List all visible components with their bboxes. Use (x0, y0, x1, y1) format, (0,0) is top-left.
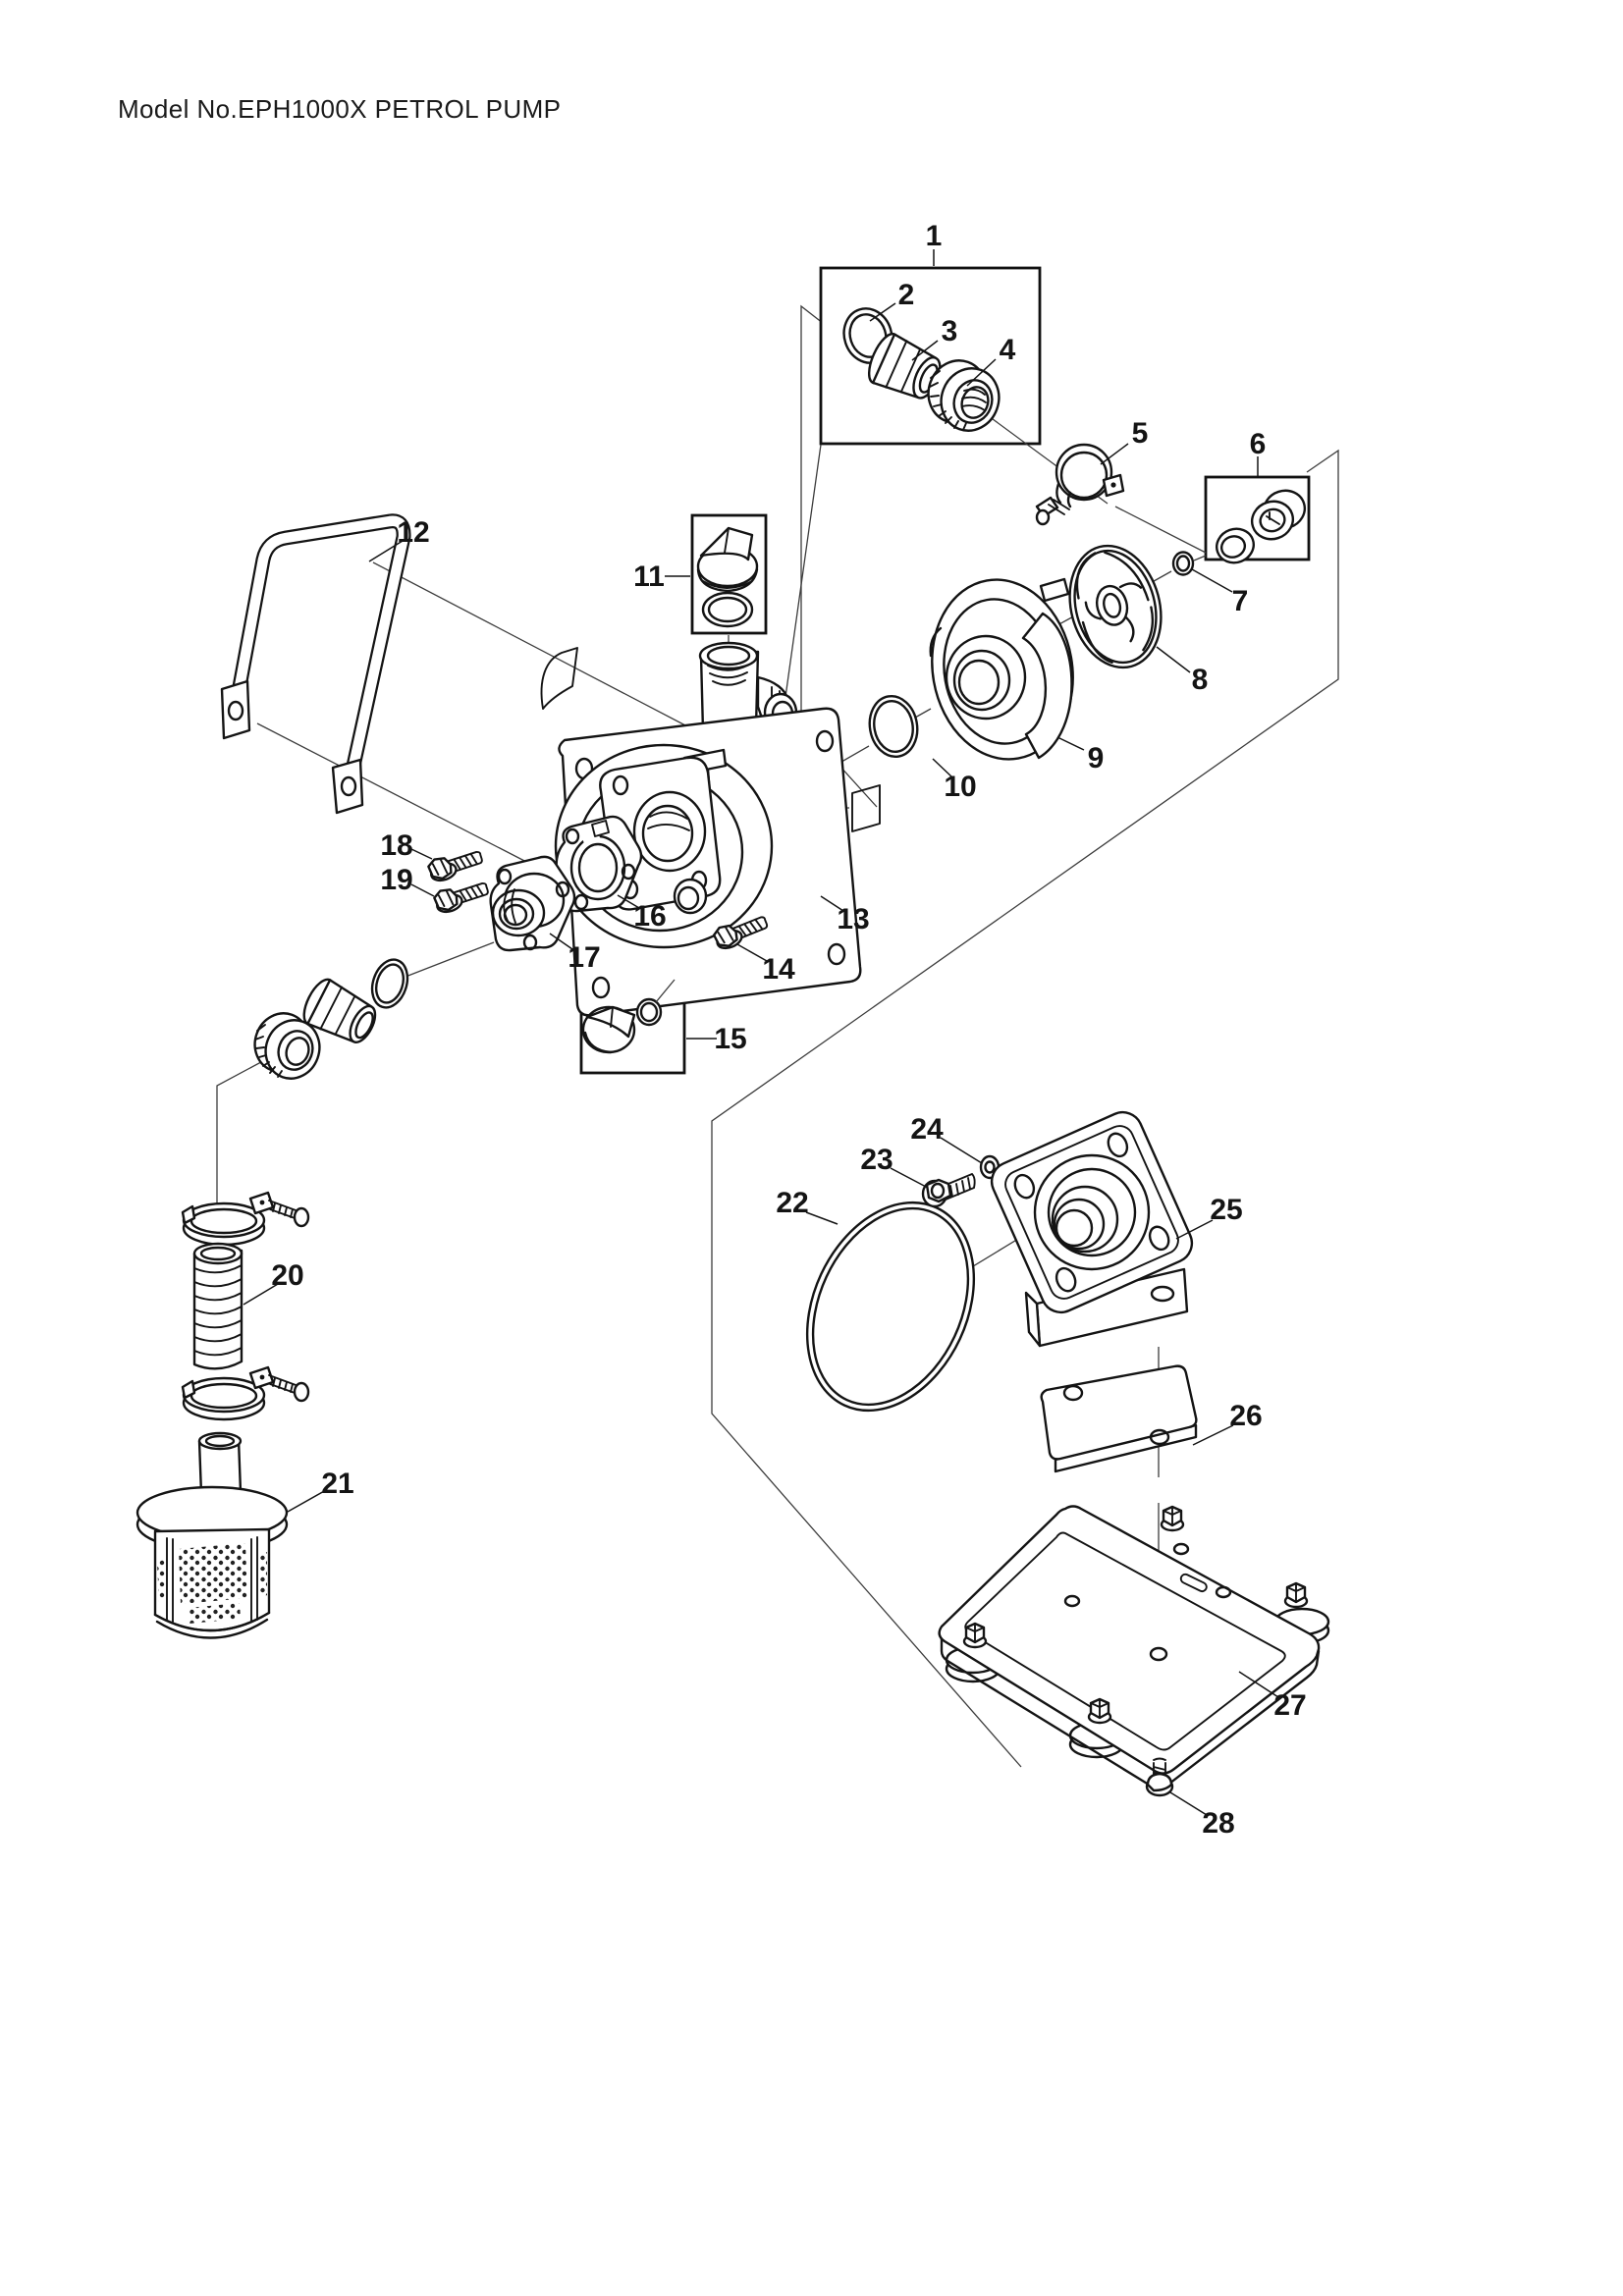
callout-number-13: 13 (837, 903, 869, 935)
leader-line-17 (549, 933, 573, 950)
callout-number-21: 21 (321, 1468, 353, 1500)
callout-number-5: 5 (1132, 417, 1149, 450)
callout-number-19: 19 (380, 864, 412, 896)
callout-number-8: 8 (1192, 664, 1209, 696)
callout-number-10: 10 (944, 771, 976, 803)
part-20-suction-hose (192, 1242, 243, 1370)
leader-line-25 (1175, 1219, 1214, 1240)
callout-number-7: 7 (1232, 585, 1249, 617)
leader-line-5 (1100, 443, 1129, 465)
leader-line-9 (1056, 736, 1085, 751)
callout-number-6: 6 (1250, 428, 1267, 460)
callout-number-28: 28 (1202, 1807, 1234, 1840)
callout-number-14: 14 (762, 953, 795, 986)
callout-number-2: 2 (898, 279, 915, 311)
leader-line-8 (1156, 646, 1191, 673)
part-3-hose-coupling (867, 332, 942, 400)
part-7-oring (1171, 551, 1195, 576)
callout-number-23: 23 (860, 1144, 893, 1176)
callout-number-9: 9 (1088, 742, 1105, 774)
part-28-screw (1145, 1757, 1174, 1797)
leader-line-27 (1238, 1671, 1279, 1698)
part-17-port-flange (489, 855, 576, 952)
leader-line-13 (820, 895, 844, 912)
leader-line-20 (243, 1283, 279, 1306)
leader-line-7 (1191, 568, 1233, 593)
callout-number-26: 26 (1229, 1400, 1262, 1432)
leader-line-28 (1169, 1791, 1208, 1816)
callout-number-27: 27 (1273, 1689, 1306, 1722)
part-8-impeller (1068, 544, 1163, 669)
suction-nut (253, 1012, 321, 1080)
callout-number-12: 12 (397, 516, 429, 549)
leader-line-3 (911, 340, 939, 361)
part-21-strainer (135, 1431, 289, 1639)
casing-flag (540, 647, 578, 710)
part-15-oring (635, 979, 676, 1027)
suction-oring (370, 958, 409, 1009)
part-11-filler-cap (696, 526, 759, 593)
leader-line-23 (890, 1167, 929, 1189)
callout-number-11: 11 (633, 561, 665, 593)
leader-line-4 (966, 358, 997, 387)
leader-line-18 (410, 848, 433, 860)
leader-line-12 (368, 540, 404, 562)
callout-number-16: 16 (633, 900, 666, 933)
part-5-hose-clamp (1035, 443, 1125, 526)
leader-line-26 (1192, 1424, 1234, 1446)
part-10-oring (868, 694, 919, 759)
part-23-screw (921, 1173, 976, 1208)
part-12-handle (220, 513, 411, 815)
callout-number-4: 4 (1000, 334, 1016, 366)
part-26-spacer-plate (1040, 1364, 1198, 1473)
hose-clamp-upper (181, 1191, 310, 1247)
name-placard (851, 784, 881, 832)
part-27-base-plate (938, 1505, 1330, 1789)
page-title: Model No.EPH1000X PETROL PUMP (118, 94, 561, 124)
callout-number-22: 22 (776, 1187, 808, 1219)
part-11-oring (701, 591, 754, 628)
leader-line-19 (410, 883, 435, 897)
callout-number-18: 18 (380, 829, 412, 862)
callout-number-20: 20 (271, 1259, 303, 1292)
callout-number-3: 3 (942, 315, 958, 347)
part-4-coupling-nut (927, 359, 1001, 432)
leader-line-10 (932, 758, 953, 778)
leader-line-22 (805, 1211, 839, 1225)
leader-line-2 (869, 302, 896, 322)
part-15-drain-plug (581, 1005, 636, 1054)
callout-number-15: 15 (714, 1023, 746, 1055)
part-9-volute-casing (929, 577, 1074, 761)
part-6-seal-seat (1216, 527, 1255, 564)
leader-line-16 (617, 894, 640, 909)
callout-number-24: 24 (910, 1113, 944, 1146)
suction-coupling (302, 978, 377, 1043)
callout-number-1: 1 (926, 220, 943, 252)
part-25-flange-bracket (990, 1110, 1194, 1348)
part-22-oring (805, 1201, 976, 1413)
part-18-bolt (425, 844, 486, 885)
callout-number-17: 17 (568, 941, 600, 974)
callout-number-25: 25 (1210, 1194, 1242, 1226)
leader-line-24 (940, 1137, 983, 1164)
part-19-bolt (431, 876, 492, 917)
leader-line-21 (287, 1489, 327, 1513)
hose-clamp-lower (181, 1365, 310, 1421)
part-6-mechanical-seal (1250, 489, 1307, 541)
leader-line-14 (736, 943, 768, 962)
